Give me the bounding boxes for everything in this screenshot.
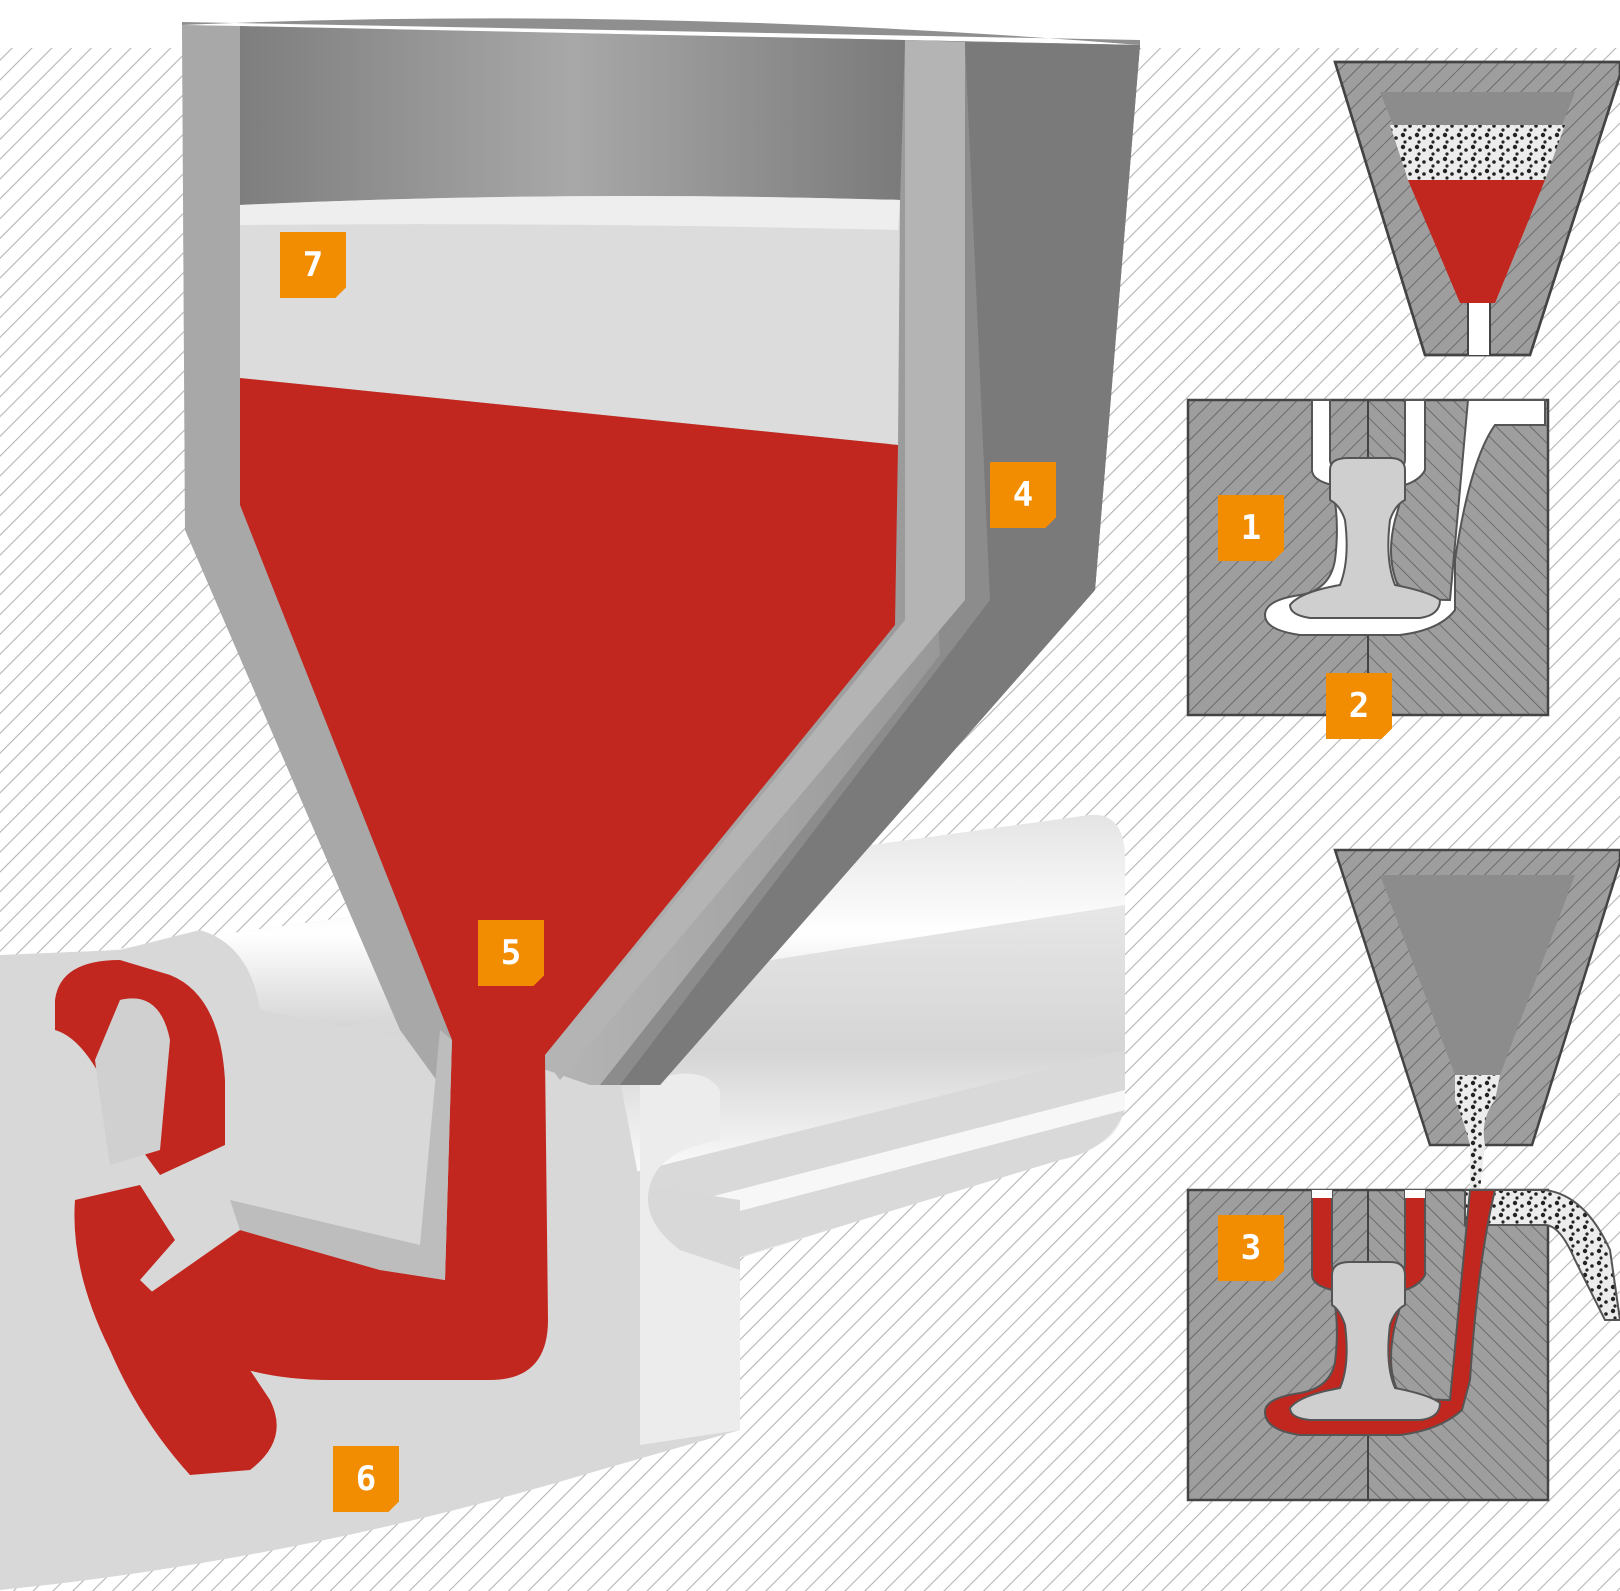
label-badge-4: 4 <box>990 462 1056 528</box>
label-badge-2: 2 <box>1326 673 1392 739</box>
label-badge-7: 7 <box>280 232 346 298</box>
label-badge-1: 1 <box>1218 495 1284 561</box>
label-badge-6: 6 <box>333 1446 399 1512</box>
label-badge-5: 5 <box>478 920 544 986</box>
label-badge-3: 3 <box>1218 1215 1284 1281</box>
